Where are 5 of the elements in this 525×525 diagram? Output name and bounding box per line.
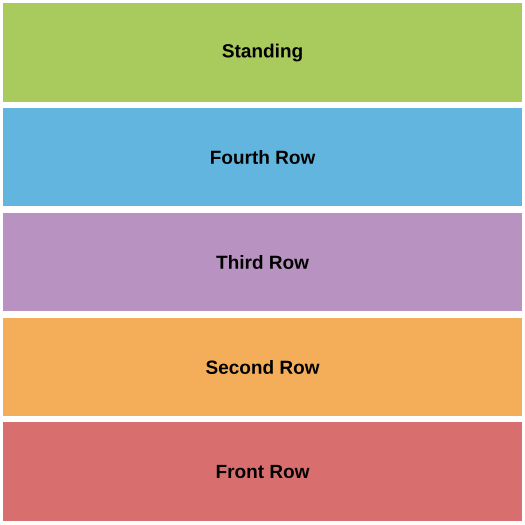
- seating-section: Front Row: [3, 422, 522, 521]
- seating-section: Second Row: [3, 318, 522, 416]
- seating-section: Fourth Row: [3, 108, 522, 206]
- seating-section: Standing: [3, 3, 522, 102]
- seating-section: Third Row: [3, 213, 522, 311]
